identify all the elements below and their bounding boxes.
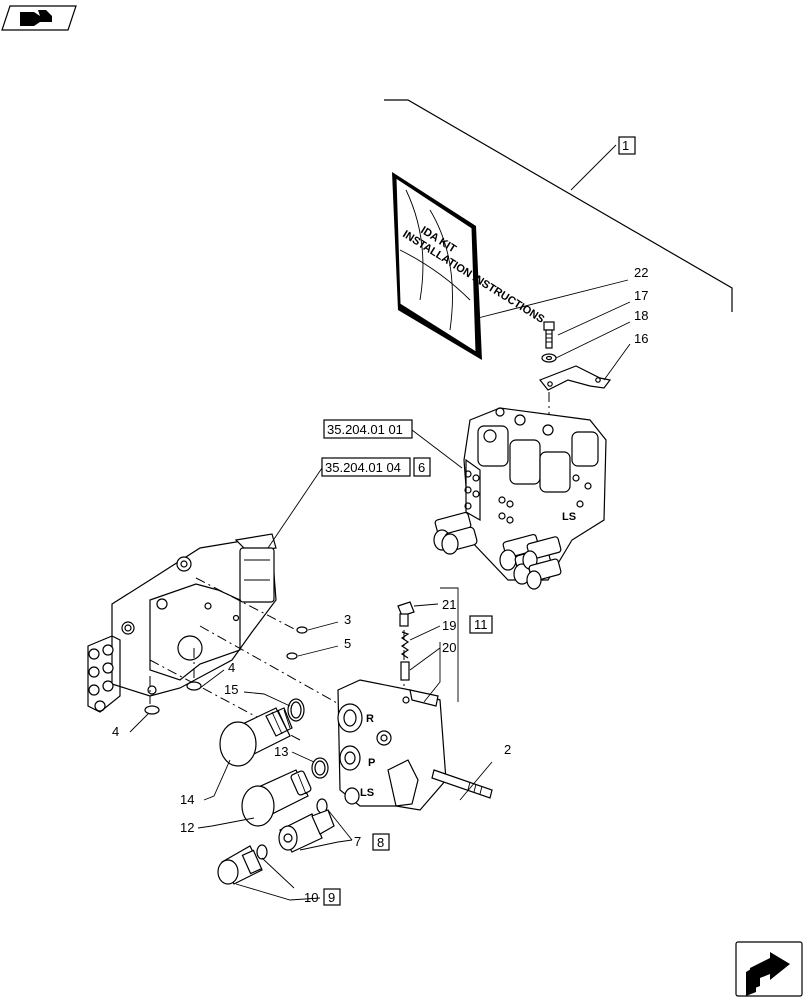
spring-19 — [400, 631, 410, 659]
bolt-17 — [543, 321, 555, 349]
callout-16: 16 — [634, 331, 648, 346]
callout-20: 20 — [442, 640, 456, 655]
svg-text:35.204.01 01: 35.204.01 01 — [327, 422, 403, 437]
callout-9: 9 — [323, 888, 341, 906]
callout-7: 7 — [354, 834, 361, 849]
o-ring-15 — [287, 698, 305, 722]
o-ring-4-upper — [186, 681, 202, 691]
callout-11: 11 — [469, 615, 493, 634]
svg-text:11: 11 — [474, 617, 488, 632]
callout-12: 12 — [180, 820, 194, 835]
kit-bracket — [384, 99, 733, 312]
callout-14: 14 — [180, 792, 194, 807]
callout-1: 1 — [618, 136, 636, 155]
cartridge-14 — [219, 707, 293, 767]
callout-4-lower: 4 — [112, 724, 119, 739]
port-label-ls-upper: LS — [562, 511, 576, 523]
port-label-ls: LS — [360, 787, 374, 799]
assembled-valve-bank: LS — [433, 407, 607, 590]
port-label-r: R — [366, 713, 374, 725]
seal-3 — [296, 626, 308, 634]
callout-21: 21 — [442, 597, 456, 612]
svg-text:8: 8 — [377, 835, 384, 850]
seal-5 — [286, 652, 298, 660]
fitting-10 — [217, 845, 263, 885]
callout-18: 18 — [634, 308, 648, 323]
callout-8: 8 — [372, 833, 390, 851]
callout-2: 2 — [504, 742, 511, 757]
callout-13: 13 — [274, 744, 288, 759]
reference-35-204-01-01[interactable]: 35.204.01 01 — [323, 419, 413, 439]
bracket-16 — [539, 365, 612, 391]
svg-text:6: 6 — [418, 460, 425, 475]
spool-20 — [400, 661, 410, 681]
callout-22: 22 — [634, 265, 648, 280]
svg-text:9: 9 — [328, 890, 335, 905]
callout-19: 19 — [442, 618, 456, 633]
svg-text:1: 1 — [622, 138, 629, 153]
valve-body-11: R P LS — [337, 679, 447, 811]
reference-6[interactable]: 6 — [413, 457, 431, 477]
callout-4-upper: 4 — [228, 660, 235, 675]
callout-3: 3 — [344, 612, 351, 627]
o-ring-13 — [311, 757, 329, 779]
callout-17: 17 — [634, 288, 648, 303]
callout-10: 10 — [304, 890, 318, 905]
callout-5: 5 — [344, 636, 351, 651]
plug-21 — [397, 601, 415, 627]
port-label-p: P — [368, 757, 375, 769]
washer-18 — [541, 353, 557, 363]
o-ring-4-lower — [144, 705, 160, 715]
o-ring-10 — [256, 844, 268, 860]
stud-2 — [431, 769, 493, 799]
book-arrow-icon[interactable] — [1, 5, 77, 31]
fitting-7 — [278, 809, 335, 853]
reference-35-204-01-04[interactable]: 35.204.01 04 — [321, 457, 411, 477]
installation-manual: IDA KIT INSTALLATION INSTRUCTIONS — [392, 172, 629, 360]
callout-15: 15 — [224, 682, 238, 697]
svg-text:35.204.01 04: 35.204.01 04 — [325, 460, 401, 475]
cartridge-12 — [241, 769, 312, 827]
next-page-arrow-icon[interactable] — [735, 941, 803, 997]
valve-section-left — [87, 533, 277, 713]
